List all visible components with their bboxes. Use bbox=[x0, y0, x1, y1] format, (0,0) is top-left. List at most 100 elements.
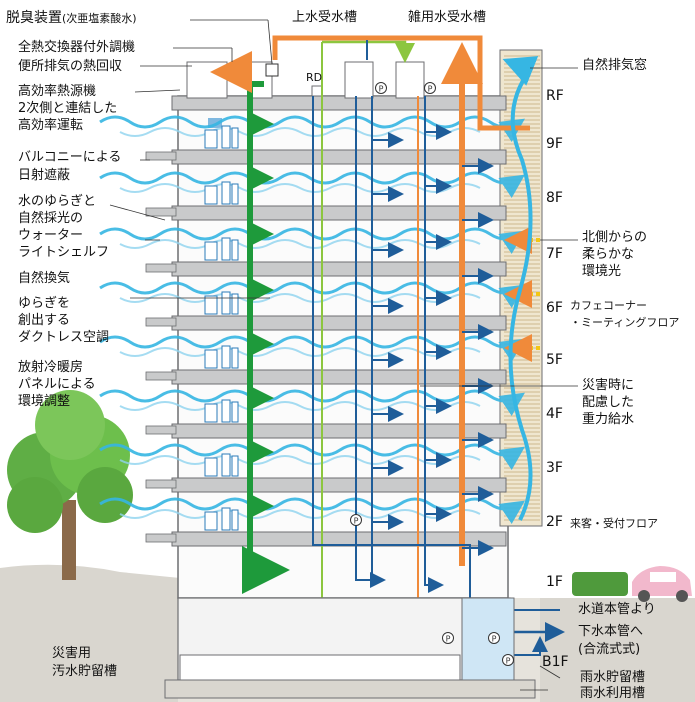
balcony-slab bbox=[145, 151, 177, 161]
air-flow-wave-light bbox=[119, 127, 481, 137]
floor-slab bbox=[171, 369, 507, 385]
label-natural-vent: 自然換気 bbox=[18, 271, 71, 286]
floor-slab bbox=[171, 95, 507, 111]
air-flow-wave-light bbox=[119, 183, 481, 193]
floor-slabs bbox=[145, 95, 507, 547]
light-green-pipe bbox=[322, 40, 415, 63]
radiant-panel bbox=[231, 239, 239, 261]
balcony-slab bbox=[145, 425, 177, 435]
floor-label-1f: 1F bbox=[546, 574, 563, 590]
label-rain-storage: 雨水貯留槽 bbox=[580, 670, 646, 685]
floor-label-b1f: B1F bbox=[542, 654, 569, 670]
pump-circle bbox=[488, 632, 500, 644]
sewage-tank bbox=[179, 654, 461, 681]
radiant-panel bbox=[204, 403, 218, 423]
leader-lines bbox=[109, 19, 578, 691]
radiant-panel bbox=[221, 125, 231, 149]
radiant-panel bbox=[231, 347, 239, 369]
rain-use-tank bbox=[461, 597, 515, 691]
label-ductless-2: 創出する bbox=[18, 313, 71, 328]
label-heat-source-1: 高効率熱源機 bbox=[18, 84, 97, 99]
label-balcony-2: 日射遮蔽 bbox=[18, 168, 71, 183]
label-toilet-heat: 便所排気の熱回収 bbox=[18, 59, 123, 74]
label-disaster-2: 配慮した bbox=[582, 395, 635, 410]
radiant-panel bbox=[221, 345, 231, 369]
label-disaster-3: 重力給水 bbox=[582, 412, 635, 427]
pump-circle bbox=[442, 632, 454, 644]
label-radiant-2: パネルによる bbox=[18, 377, 96, 392]
radiant-panel bbox=[204, 349, 218, 369]
label-light-shelf-1: 水のゆらぎと bbox=[18, 194, 97, 209]
radiant-panel bbox=[204, 241, 218, 261]
radiant-panel bbox=[221, 399, 231, 423]
label-disaster-1: 災害時に bbox=[582, 378, 635, 393]
radiant-panel bbox=[204, 295, 218, 315]
car bbox=[632, 566, 692, 602]
deodorizer-note: (次亜塩素酸水) bbox=[62, 12, 137, 25]
pump-circle bbox=[350, 514, 362, 526]
radiant-panel bbox=[221, 181, 231, 205]
label-light-shelf-3: ウォーター bbox=[18, 228, 84, 243]
pump-label: P bbox=[379, 85, 384, 94]
north-light-arrows bbox=[504, 226, 540, 362]
foundation bbox=[164, 679, 536, 699]
floor-label-9f: 9F bbox=[546, 136, 563, 152]
label-cafe-1: カフェコーナー bbox=[570, 299, 647, 312]
floor-slab bbox=[171, 261, 507, 277]
pump-circle bbox=[424, 82, 436, 94]
radiant-panel bbox=[204, 129, 218, 149]
label-radiant-1: 放射冷暖房 bbox=[18, 360, 84, 375]
pump-label: P bbox=[354, 517, 359, 526]
label-cafe-2: ・ミーティングフロア bbox=[570, 316, 680, 329]
radiant-panel bbox=[204, 185, 218, 205]
pump-circle bbox=[375, 82, 387, 94]
label-deodorizer: 脱臭装置(次亜塩素酸水) bbox=[6, 10, 137, 27]
label-light-shelf-4: ライトシェルフ bbox=[18, 245, 110, 260]
green-floor-arrows bbox=[250, 112, 274, 518]
hedge bbox=[572, 572, 628, 596]
radiant-panel bbox=[204, 511, 218, 531]
label-ductless-1: ゆらぎを bbox=[18, 296, 71, 311]
air-flow-wave-light bbox=[119, 509, 481, 519]
radiant-panel bbox=[221, 291, 231, 315]
label-rain-use: 雨水利用槽 bbox=[580, 686, 646, 701]
desk-units bbox=[204, 125, 239, 531]
floor-label-4f: 4F bbox=[546, 406, 563, 422]
radiant-panel bbox=[204, 457, 218, 477]
radiant-panel bbox=[231, 293, 239, 315]
air-flow-wave-light bbox=[119, 347, 481, 357]
label-exhaust-window: 自然排気窓 bbox=[582, 58, 648, 73]
deodorizer-unit bbox=[265, 63, 279, 77]
balcony-slab bbox=[145, 479, 177, 489]
floor-label-2f: 2F bbox=[546, 514, 563, 530]
label-heat-source-3: 高効率運転 bbox=[18, 118, 84, 133]
label-ahu: 全熱交換器付外調機 bbox=[18, 40, 136, 55]
radiant-panel bbox=[231, 509, 239, 531]
label-north-light-3: 環境光 bbox=[582, 264, 622, 279]
floor-slab bbox=[171, 149, 507, 165]
label-sewage-1: 災害用 bbox=[52, 646, 92, 661]
radiant-panel bbox=[231, 455, 239, 477]
floor-slab bbox=[171, 205, 507, 221]
ahu-unit bbox=[186, 61, 228, 99]
label-north-light-2: 柔らかな bbox=[582, 247, 635, 262]
label-ductless-3: ダクトレス空調 bbox=[18, 330, 110, 345]
pump-label: P bbox=[446, 635, 451, 644]
floor-label-6f: 6F bbox=[546, 300, 563, 316]
radiant-panel bbox=[231, 183, 239, 205]
floor-label-3f: 3F bbox=[546, 460, 563, 476]
label-misc-tank: 雑用水受水槽 bbox=[408, 10, 487, 25]
green-duct bbox=[242, 81, 290, 594]
pump-label: P bbox=[492, 635, 497, 644]
balcony-slab bbox=[145, 317, 177, 327]
label-balcony-1: バルコニーによる bbox=[18, 150, 122, 165]
deodorizer-text: 脱臭装置 bbox=[6, 10, 62, 26]
label-water-main: 水道本管より bbox=[578, 602, 656, 617]
blue-branches bbox=[372, 124, 494, 556]
cyan-exhaust-path bbox=[502, 56, 539, 521]
floor-slab bbox=[171, 531, 507, 547]
pump-label: P bbox=[428, 85, 433, 94]
